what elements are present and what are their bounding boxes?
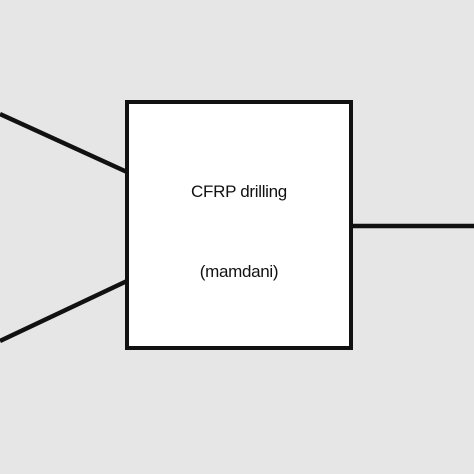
input-line-2	[0, 278, 128, 344]
input-line-1	[0, 111, 128, 175]
block-title: CFRP drilling	[191, 182, 287, 201]
fis-block[interactable]: CFRP drilling (mamdani)	[125, 100, 353, 350]
block-subtitle: (mamdani)	[199, 262, 279, 281]
